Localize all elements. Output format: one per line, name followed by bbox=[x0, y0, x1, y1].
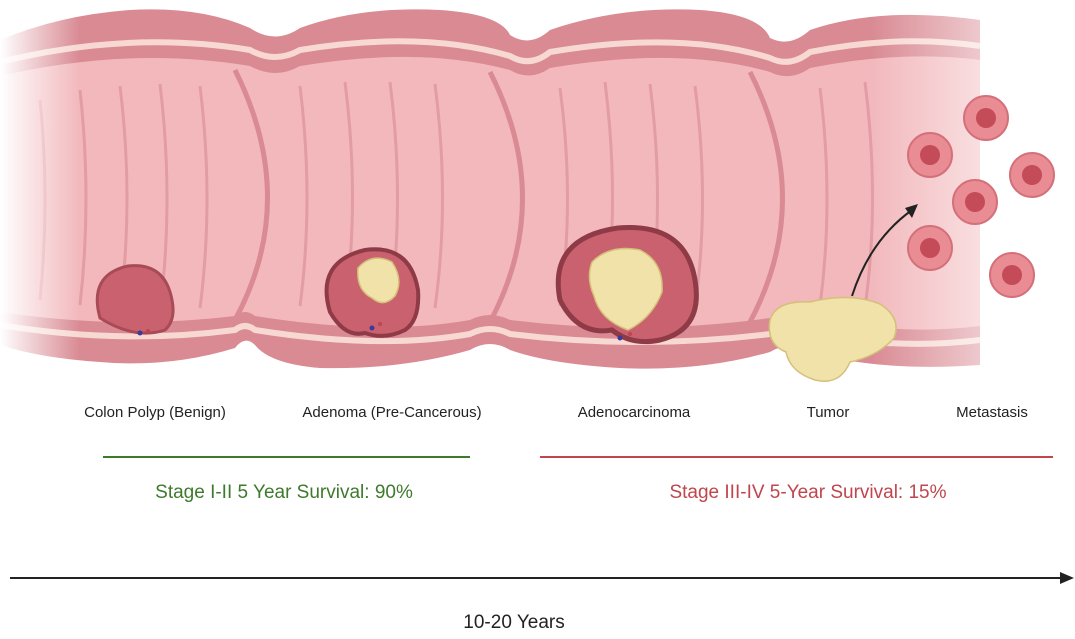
late-stage-divider bbox=[540, 456, 1053, 458]
late-stage-survival: Stage III-IV 5-Year Survival: 15% bbox=[669, 482, 946, 504]
timeline-label: 10-20 Years bbox=[463, 612, 564, 634]
stage-label-tumor: Tumor bbox=[807, 404, 850, 421]
adenocarcinoma-polyp bbox=[558, 228, 696, 342]
stage-label-adenocarcinoma: Adenocarcinoma bbox=[578, 404, 691, 421]
colon-illustration bbox=[0, 0, 1075, 395]
timeline-arrow bbox=[0, 568, 1075, 588]
adenoma-polyp bbox=[327, 249, 419, 336]
stage-label-metastasis: Metastasis bbox=[956, 404, 1028, 421]
stage-label-colon-polyp: Colon Polyp (Benign) bbox=[84, 404, 226, 421]
early-stage-survival: Stage I-II 5 Year Survival: 90% bbox=[155, 482, 413, 504]
early-stage-divider bbox=[103, 456, 470, 458]
stage-label-adenoma: Adenoma (Pre-Cancerous) bbox=[302, 404, 481, 421]
